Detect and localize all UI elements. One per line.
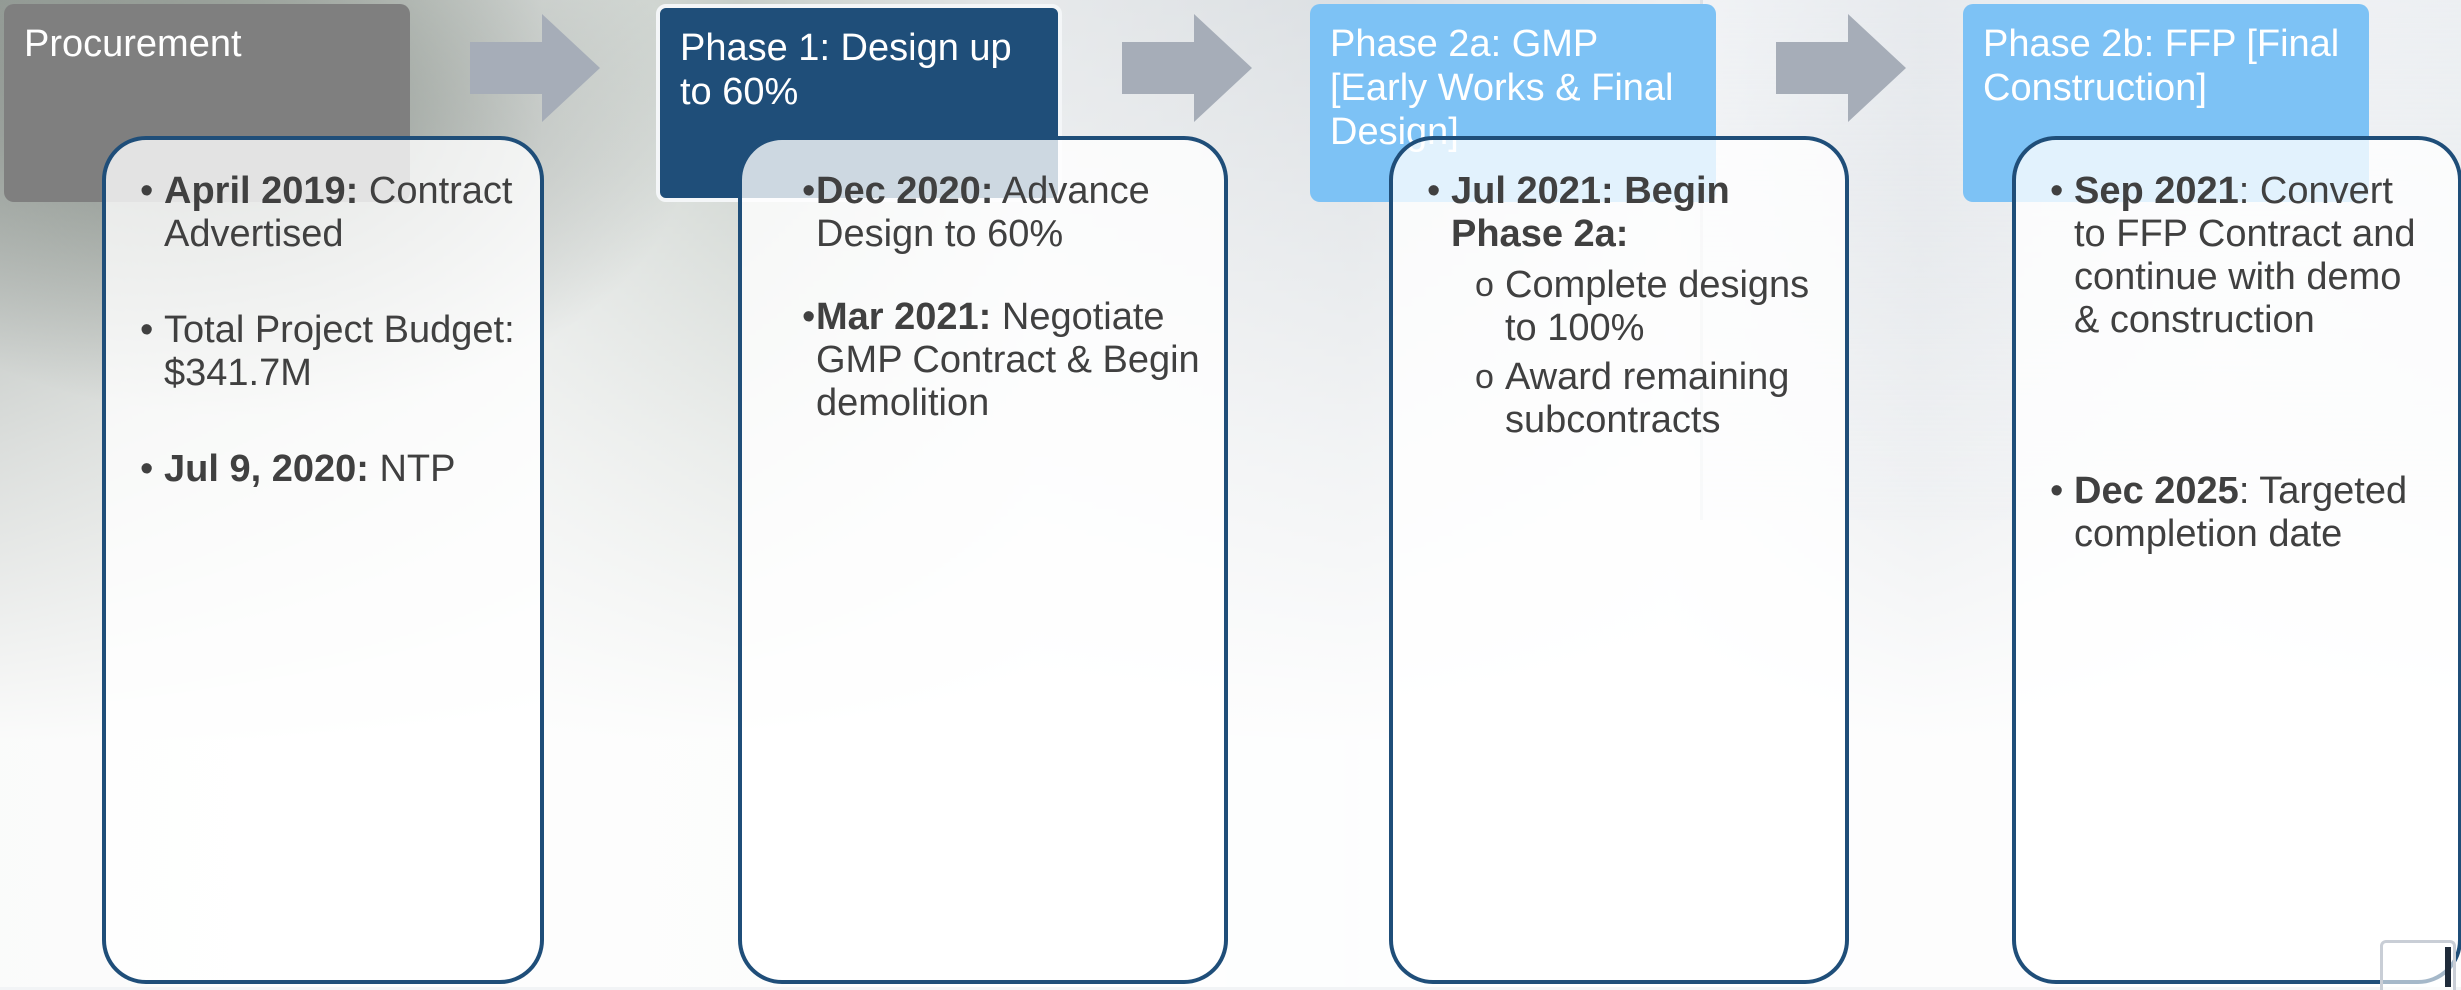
corner-logo-icon: [2380, 940, 2456, 990]
list-item: Dec 2025: Targeted completion date: [2050, 470, 2434, 556]
phase2b-card: Sep 2021: Convert to FFP Contract and co…: [2012, 136, 2461, 984]
list-item: April 2019: Contract Advertised: [140, 170, 516, 256]
list-item: Sep 2021: Convert to FFP Contract and co…: [2050, 170, 2434, 342]
list-item: Mar 2021: Negotiate GMP Contract & Begin…: [802, 296, 1200, 425]
list-item: Jul 2021: Begin Phase 2a: Complete desig…: [1427, 170, 1821, 442]
procurement-title: Procurement: [24, 23, 242, 65]
list-item: Jul 9, 2020: NTP: [140, 448, 516, 491]
sub-list-item: Complete designs to 100%: [1475, 264, 1821, 350]
phase2b-title: Phase 2b: FFP [Final Construction]: [1983, 23, 2340, 109]
arrow-right-icon: [1776, 14, 1906, 122]
phase1-card: Dec 2020: Advance Design to 60% Mar 2021…: [738, 136, 1228, 984]
list-item: Dec 2020: Advance Design to 60%: [802, 170, 1200, 256]
phase2a-card: Jul 2021: Begin Phase 2a: Complete desig…: [1389, 136, 1849, 984]
phase2a-title: Phase 2a: GMP [Early Works & Final Desig…: [1330, 23, 1674, 153]
arrow-right-icon: [470, 14, 600, 122]
procurement-card: April 2019: Contract Advertised Total Pr…: [102, 136, 544, 984]
sub-list-item: Award remaining subcontracts: [1475, 356, 1821, 442]
list-item: Total Project Budget: $341.7M: [140, 309, 516, 395]
arrow-right-icon: [1122, 14, 1252, 122]
phase1-title: Phase 1: Design up to 60%: [680, 27, 1012, 113]
